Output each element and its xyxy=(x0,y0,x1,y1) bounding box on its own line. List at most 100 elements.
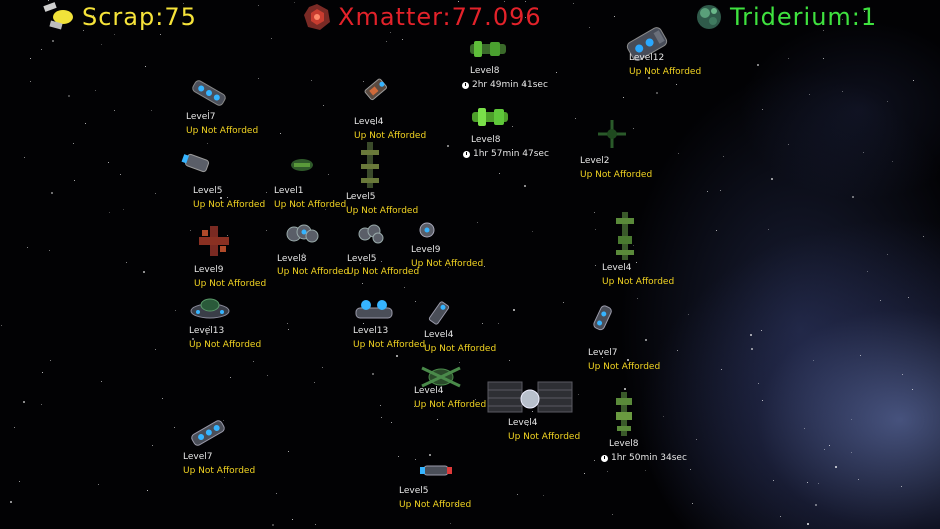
star xyxy=(151,110,152,111)
upgrade-status-button[interactable]: Up Not Afforded xyxy=(588,362,661,372)
ship-capsule[interactable] xyxy=(186,76,232,110)
fighter-ship-icon xyxy=(364,78,387,101)
upgrade-status-button[interactable]: Up Not Afforded xyxy=(347,267,420,277)
upgrade-status-button[interactable]: Up Not Afforded xyxy=(183,466,256,476)
ship-fighter[interactable] xyxy=(358,74,392,106)
ship-triple-pod[interactable] xyxy=(356,222,386,246)
star xyxy=(14,427,15,428)
star xyxy=(227,197,228,198)
star xyxy=(152,445,153,446)
star xyxy=(573,3,574,4)
upgrade-status-button[interactable]: Up Not Afforded xyxy=(186,126,259,136)
ship-level-label: Level7 xyxy=(183,452,213,462)
ship-small-scout[interactable] xyxy=(288,154,316,176)
ship-saucer[interactable] xyxy=(188,294,232,322)
upgrade-status-button[interactable]: Up Not Afforded xyxy=(399,500,472,510)
star xyxy=(208,110,209,111)
star xyxy=(49,250,50,251)
star xyxy=(381,261,382,262)
ship-twin-engine[interactable] xyxy=(352,296,396,324)
star xyxy=(294,2,295,3)
ship-red-cross[interactable] xyxy=(196,224,232,258)
upgrade-status-button[interactable]: Up Not Afforded xyxy=(277,267,350,277)
star xyxy=(623,97,624,98)
star xyxy=(174,427,175,428)
star xyxy=(362,283,363,284)
ship-green-x-wing[interactable] xyxy=(418,364,464,390)
ship-level-label: Level4 xyxy=(354,117,384,127)
star xyxy=(209,326,210,327)
star xyxy=(858,479,859,480)
ship-cargo-pod[interactable] xyxy=(180,150,214,176)
build-timer: 1hr 57min 47sec xyxy=(463,149,549,159)
upgrade-status-button[interactable]: Up Not Afforded xyxy=(414,400,487,410)
star xyxy=(482,323,483,324)
frigate-ship-icon xyxy=(616,212,634,260)
star xyxy=(807,523,809,525)
ship-tall-frigate[interactable] xyxy=(612,390,636,438)
star xyxy=(450,523,451,524)
capsule-ship-icon xyxy=(192,80,226,106)
star xyxy=(372,373,374,375)
ship-level-label: Level8 xyxy=(609,439,639,449)
ship-tower-station[interactable] xyxy=(356,140,384,190)
star xyxy=(41,404,42,405)
ship-shuttle[interactable] xyxy=(418,460,454,480)
ship-tall-frigate[interactable] xyxy=(612,210,638,262)
ship-green-cruiser[interactable] xyxy=(468,106,512,128)
star xyxy=(448,267,449,268)
ship-green-cruiser[interactable] xyxy=(466,38,510,60)
upgrade-status-button[interactable]: Up Not Afforded xyxy=(602,277,675,287)
star xyxy=(109,212,110,213)
star xyxy=(50,360,51,361)
star xyxy=(757,64,759,66)
star xyxy=(908,297,909,298)
upgrade-status-button[interactable]: Up Not Afforded xyxy=(274,200,347,210)
scrap-label: Scrap:75 xyxy=(82,3,197,31)
star xyxy=(720,190,721,191)
star xyxy=(824,449,825,450)
star xyxy=(696,439,697,440)
star xyxy=(402,39,403,40)
star xyxy=(155,193,156,194)
ship-solar-station[interactable] xyxy=(486,376,574,418)
ship-gunship[interactable] xyxy=(424,296,454,330)
x-wing-ship-icon xyxy=(421,366,461,388)
star xyxy=(721,369,722,370)
star xyxy=(595,265,596,266)
scout-ship-icon xyxy=(291,159,313,171)
ship-capsule[interactable] xyxy=(186,416,230,450)
ship-capsule[interactable] xyxy=(588,300,618,336)
star xyxy=(867,271,868,272)
star xyxy=(677,350,678,351)
star xyxy=(207,143,208,144)
star xyxy=(27,247,28,248)
upgrade-status-button[interactable]: Up Not Afforded xyxy=(354,131,427,141)
upgrade-status-button[interactable]: Up Not Afforded xyxy=(580,170,653,180)
capsule-ship-icon xyxy=(593,305,612,331)
star xyxy=(484,266,485,267)
ship-triple-pod[interactable] xyxy=(284,222,320,246)
upgrade-status-button[interactable]: Up Not Afforded xyxy=(629,67,702,77)
upgrade-status-button[interactable]: Up Not Afforded xyxy=(411,259,484,269)
star xyxy=(311,80,312,81)
upgrade-status-button[interactable]: Up Not Afforded xyxy=(346,206,419,216)
upgrade-status-button[interactable]: Up Not Afforded xyxy=(353,340,426,350)
star xyxy=(532,231,533,232)
upgrade-status-button[interactable]: Up Not Afforded xyxy=(508,432,581,442)
upgrade-status-button[interactable]: Up Not Afforded xyxy=(194,279,267,289)
star xyxy=(192,338,194,340)
upgrade-status-button[interactable]: Up Not Afforded xyxy=(189,340,262,350)
star xyxy=(380,405,381,406)
star xyxy=(804,428,805,429)
ship-dim-drone[interactable] xyxy=(594,116,630,152)
ship-orb[interactable] xyxy=(416,220,438,240)
upgrade-status-button[interactable]: Up Not Afforded xyxy=(424,344,497,354)
star xyxy=(10,501,12,503)
upgrade-status-button[interactable]: Up Not Afforded xyxy=(193,200,266,210)
star xyxy=(525,1,526,2)
star xyxy=(525,17,526,18)
ship-level-label: Level4 xyxy=(508,418,538,428)
ship-heavy-carrier[interactable] xyxy=(622,26,672,62)
star xyxy=(788,144,789,145)
